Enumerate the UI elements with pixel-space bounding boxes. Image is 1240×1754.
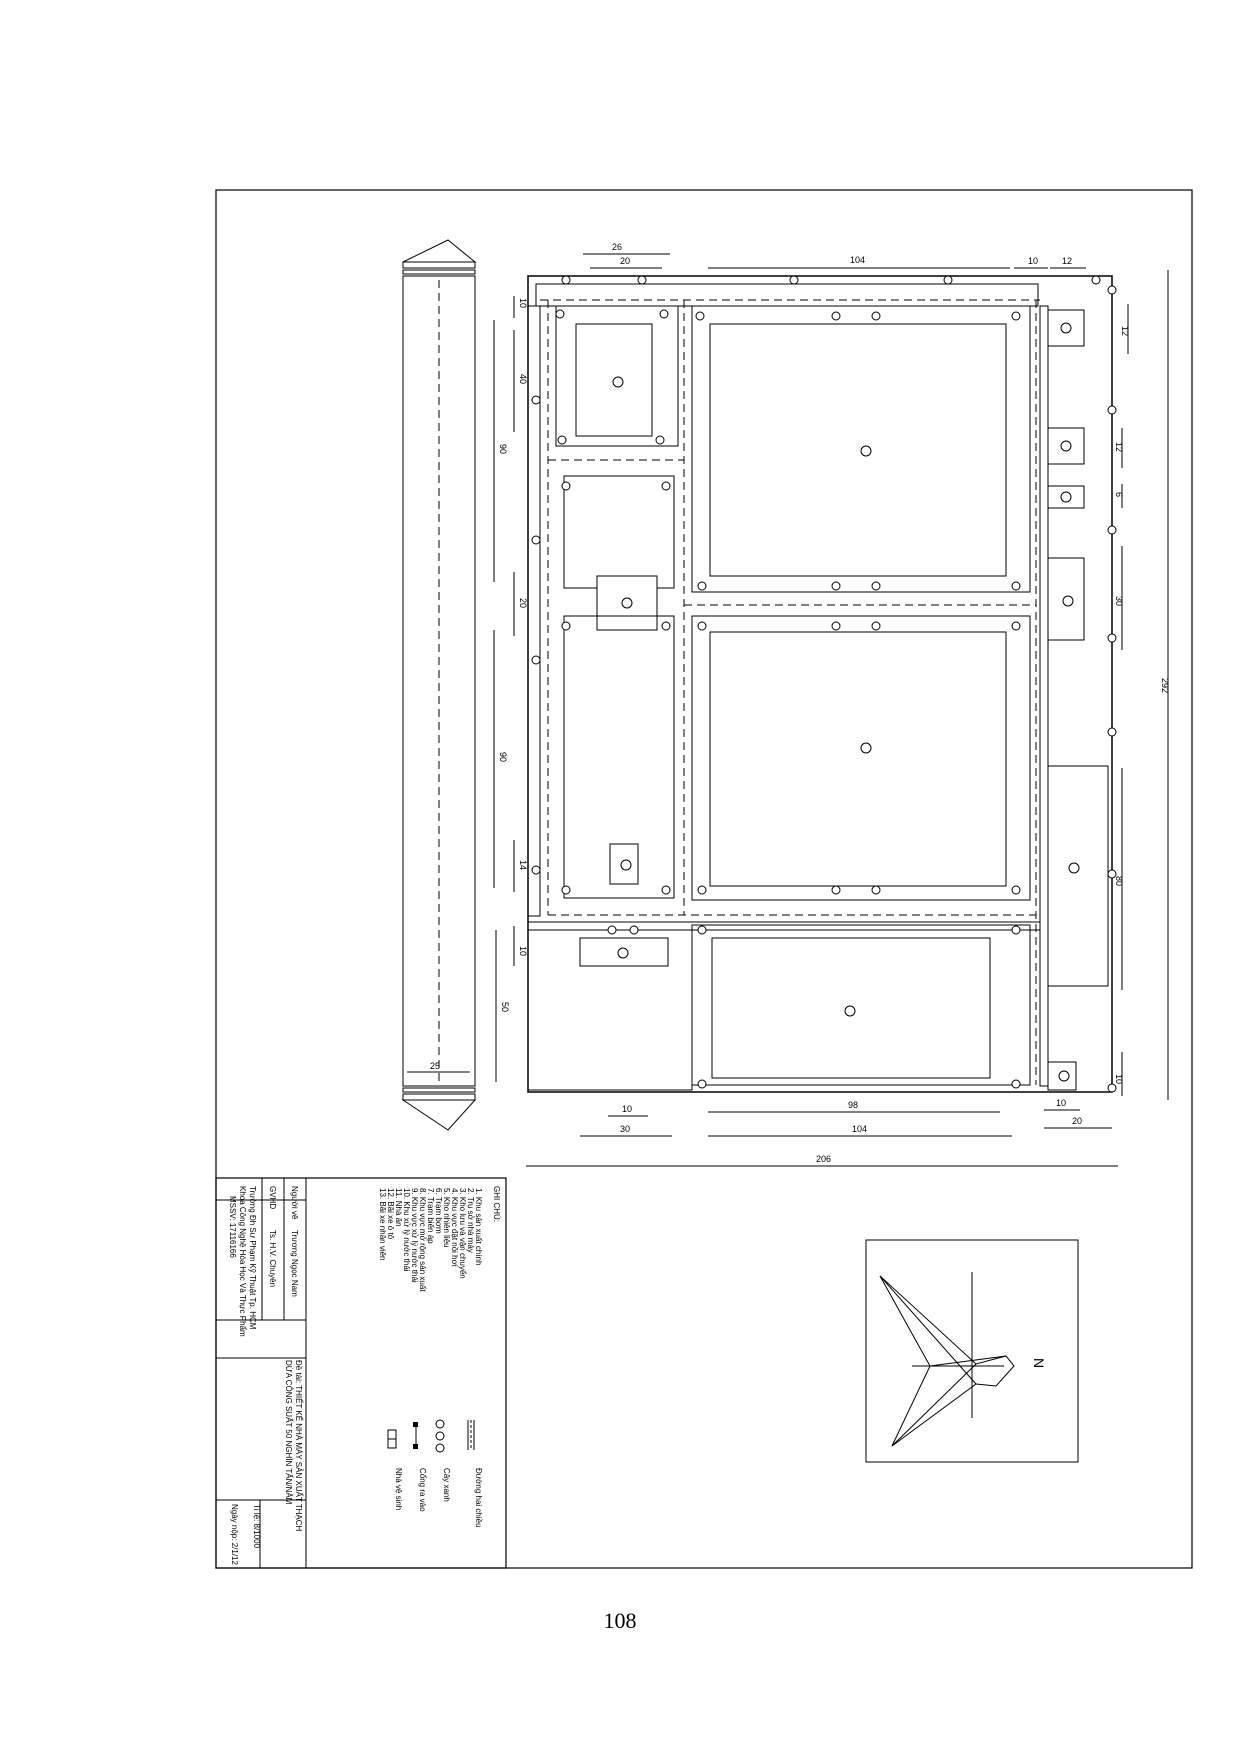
svg-text:50: 50 <box>500 1002 510 1012</box>
svg-text:Nhà vệ sinh: Nhà vệ sinh <box>394 1468 403 1510</box>
tree-circles-icon <box>435 1419 445 1453</box>
svg-text:30: 30 <box>620 1124 630 1134</box>
svg-text:11. Nhà ăn: 11. Nhà ăn <box>394 1188 403 1227</box>
svg-text:Trường Đh Sư Phạm Kỹ Thuật Tp.: Trường Đh Sư Phạm Kỹ Thuật Tp. HCM <box>248 1186 257 1330</box>
dimension-lines: 26 20 104 10 12 10 40 90 20 90 14 10 50 … <box>493 242 1170 1167</box>
compass: N <box>865 1239 1079 1463</box>
svg-text:90: 90 <box>498 444 508 454</box>
svg-text:8. Khu vực mở rộng sản xuất: 8. Khu vực mở rộng sản xuất <box>418 1188 427 1292</box>
svg-text:3. Kho lưu và vận chuyển: 3. Kho lưu và vận chuyển <box>458 1188 467 1279</box>
zone-marker-1 <box>860 445 872 457</box>
title-block: Người vẽ Trương Ngọc Nam GVHD Ts. H.V. C… <box>215 1177 507 1569</box>
svg-text:10: 10 <box>1056 1098 1066 1108</box>
svg-text:90: 90 <box>498 752 508 762</box>
svg-text:14: 14 <box>518 860 528 870</box>
svg-text:GHI CHÚ:: GHI CHÚ: <box>492 1186 501 1222</box>
svg-text:1. Khu sản xuất chính: 1. Khu sản xuất chính <box>474 1188 483 1265</box>
svg-text:10: 10 <box>518 946 528 956</box>
svg-text:12. Bãi xe ô tô: 12. Bãi xe ô tô <box>386 1188 395 1240</box>
zone-marker-11 <box>1060 491 1072 503</box>
zone-marker-9 <box>1060 322 1072 334</box>
svg-text:13. Bãi xe nhân viên: 13. Bãi xe nhân viên <box>378 1188 387 1261</box>
legend: GHI CHÚ: 1. Khu sản xuất chính 2. Trụ sở… <box>378 1186 501 1528</box>
site-boundary <box>527 275 1113 1093</box>
gate-icon <box>413 1422 418 1449</box>
tree-markers <box>531 275 1117 1093</box>
svg-text:10: 10 <box>1028 256 1038 266</box>
zone-marker-12 <box>1062 595 1074 607</box>
svg-text:10: 10 <box>1114 1074 1124 1084</box>
svg-text:2. Trụ sở nhà máy: 2. Trụ sở nhà máy <box>466 1188 475 1253</box>
zone-marker-2 <box>860 742 872 754</box>
svg-text:9. Khu vực xử lý nước thải: 9. Khu vực xử lý nước thải <box>410 1188 419 1283</box>
compass-north-label: N <box>1031 1358 1047 1368</box>
svg-text:104: 104 <box>852 1124 867 1134</box>
svg-text:20: 20 <box>518 598 528 608</box>
zone-marker-10 <box>1060 440 1072 452</box>
zone-marker-5 <box>612 376 624 388</box>
svg-text:Người vẽ: Người vẽ <box>290 1186 299 1220</box>
strip-width-label: 25 <box>430 1061 440 1071</box>
zone-markers <box>612 322 1080 1082</box>
svg-text:Đề tài: THIẾT KẾ NHÀ MÁY SẢN X: Đề tài: THIẾT KẾ NHÀ MÁY SẢN XUẤT THẠCH <box>294 1360 304 1532</box>
svg-text:DỪA CÔNG SUẤT 50 NGHÌN TẤN/NĂM: DỪA CÔNG SUẤT 50 NGHÌN TẤN/NĂM <box>284 1360 294 1505</box>
svg-text:6: 6 <box>1114 492 1124 497</box>
svg-text:Cổng ra vào: Cổng ra vào <box>418 1468 427 1512</box>
svg-text:12: 12 <box>1120 326 1130 336</box>
svg-text:MSSV: 17116166: MSSV: 17116166 <box>228 1196 237 1258</box>
svg-text:30: 30 <box>1114 596 1124 606</box>
left-road-strip: 25 <box>401 239 477 1131</box>
svg-text:98: 98 <box>848 1100 858 1110</box>
svg-text:10: 10 <box>518 298 528 308</box>
svg-text:GVHD: GVHD <box>268 1186 277 1209</box>
site-plan <box>527 275 1117 1093</box>
zone-marker-8 <box>617 947 629 959</box>
zone-marker-13 <box>1068 862 1080 874</box>
svg-text:4. Khu vực đặt nồi hơi: 4. Khu vực đặt nồi hơi <box>450 1188 459 1267</box>
svg-text:40: 40 <box>518 374 528 384</box>
svg-text:80: 80 <box>1114 876 1124 886</box>
svg-text:Ngày nộp: 2/1/12: Ngày nộp: 2/1/12 <box>230 1504 239 1565</box>
svg-text:104: 104 <box>850 255 865 265</box>
page-number: 108 <box>603 1608 637 1633</box>
toilet-icon <box>387 1429 397 1449</box>
svg-text:5. Kho nhiên liệu: 5. Kho nhiên liệu <box>442 1188 451 1248</box>
zone-marker-6 <box>621 597 633 609</box>
svg-text:Trương Ngọc Nam: Trương Ngọc Nam <box>290 1230 299 1297</box>
svg-text:Khoa Công Nghệ Hóa Học Và Thực: Khoa Công Nghệ Hóa Học Và Thực Phẩm <box>238 1186 247 1337</box>
zone-marker-7 <box>620 859 632 871</box>
svg-text:20: 20 <box>620 256 630 266</box>
svg-text:6. Trạm bơm: 6. Trạm bơm <box>434 1188 443 1234</box>
svg-text:7. Trạm biến áp: 7. Trạm biến áp <box>426 1188 435 1244</box>
zone-marker-4 <box>1058 1070 1070 1082</box>
sheet-border <box>215 189 1193 1569</box>
svg-text:12: 12 <box>1114 442 1124 452</box>
svg-text:10: 10 <box>622 1104 632 1114</box>
svg-text:20: 20 <box>1072 1116 1082 1126</box>
svg-text:12: 12 <box>1062 256 1072 266</box>
svg-text:Ts. H.V. Chuyên: Ts. H.V. Chuyên <box>268 1230 277 1287</box>
svg-text:26: 26 <box>612 242 622 252</box>
double-line-icon <box>467 1420 475 1450</box>
svg-text:292: 292 <box>1160 678 1170 693</box>
svg-text:206: 206 <box>816 1154 831 1164</box>
zone-marker-3 <box>844 1005 856 1017</box>
svg-text:Đường hai chiều: Đường hai chiều <box>474 1468 483 1528</box>
svg-text:10. Khu xử lý nước thải: 10. Khu xử lý nước thải <box>402 1188 411 1272</box>
svg-text:Cây xanh: Cây xanh <box>442 1468 451 1502</box>
svg-text:Tỉ lệ: 8/1000: Tỉ lệ: 8/1000 <box>252 1504 261 1549</box>
